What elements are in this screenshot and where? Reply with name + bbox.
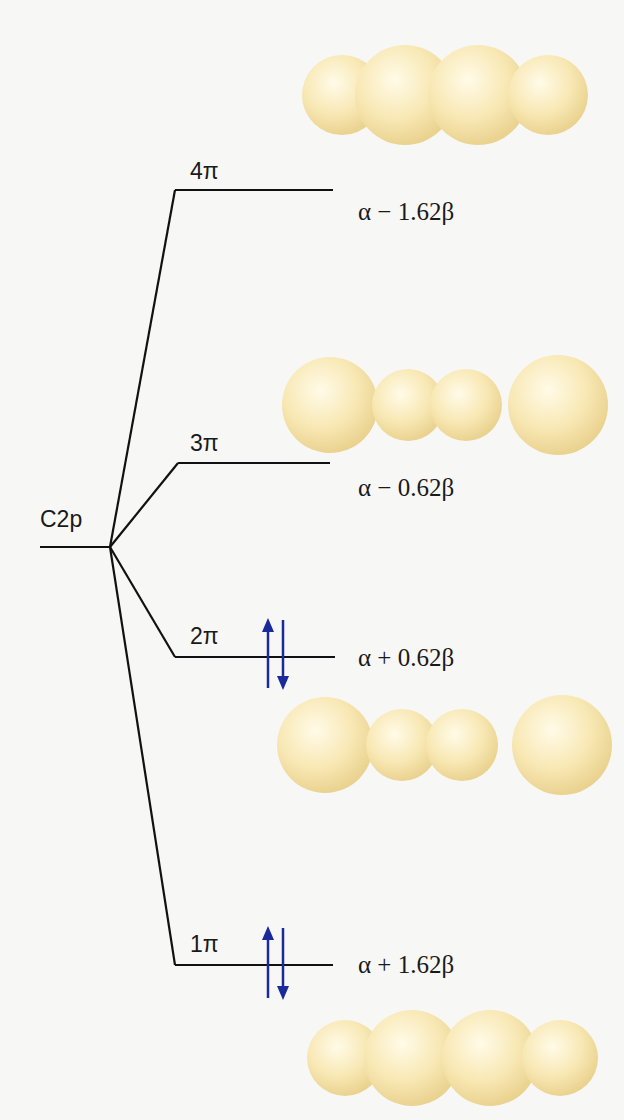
level-label: 4π [190,159,219,184]
energy-value: α − 1.62β [358,198,454,226]
level-label: 3π [190,431,219,456]
orbital-1pi [307,1010,598,1106]
orbital-3pi [282,355,608,455]
energy-levels [40,190,335,965]
orbital-4pi [302,45,588,145]
atomic-orbital-label: C2p [40,507,82,532]
level-label: 1π [190,932,219,957]
energy-value: α − 0.62β [358,474,454,502]
orbital-2pi [277,695,612,795]
energy-value: α + 0.62β [358,644,454,672]
electron-pairs [262,618,289,1000]
energy-value: α + 1.62β [358,951,454,979]
level-label: 2π [190,624,219,649]
